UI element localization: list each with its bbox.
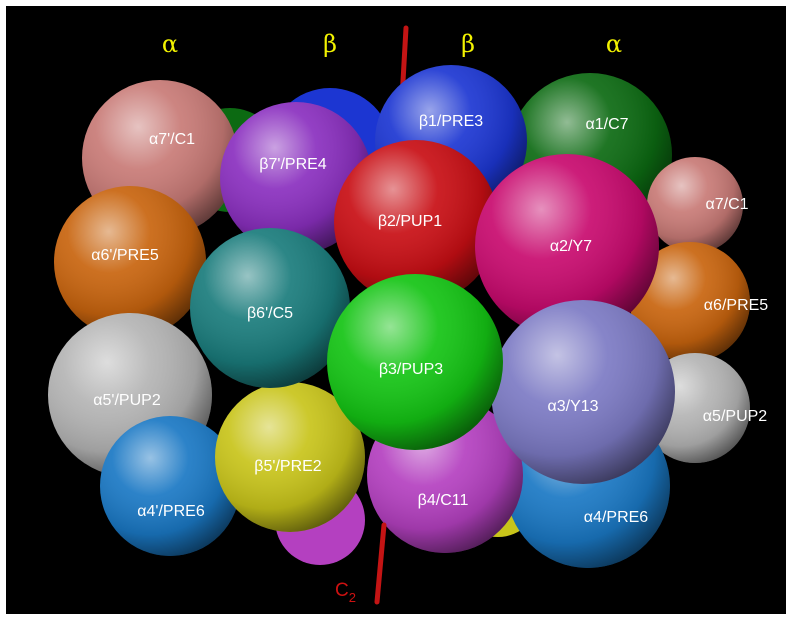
subunit-shading — [54, 186, 206, 338]
c2-axis-label: C2 — [335, 580, 356, 605]
subunit-3-pup3: β3/PUP3 — [327, 274, 503, 450]
subunit-label: β4/C11 — [418, 492, 469, 509]
subunit-label: α7/C1 — [705, 196, 748, 213]
subunit-label: α5'/PUP2 — [93, 392, 161, 409]
subunit-shading — [215, 382, 365, 532]
subunit-5-pre2: β5'/PRE2 — [215, 382, 365, 532]
subunit-shading — [190, 228, 350, 388]
header-beta-left: β — [323, 30, 337, 58]
subunit-2-y7: α2/Y7 — [475, 154, 659, 338]
subunit-label: β6'/C5 — [247, 305, 293, 322]
subunit-label: β2/PUP1 — [378, 213, 442, 230]
subunit-label: α5/PUP2 — [703, 408, 767, 425]
subunit-label: α4'/PRE6 — [137, 503, 205, 520]
subunit-3-y13: α3/Y13 — [491, 300, 675, 484]
subunit-6-pre5: α6'/PRE5 — [54, 186, 206, 338]
subunit-label: α2/Y7 — [550, 238, 592, 255]
subunit-label: α7'/C1 — [149, 131, 195, 148]
subunit-shading — [491, 300, 675, 484]
subunit-label: α1/C7 — [585, 116, 628, 133]
subunit-shading — [327, 274, 503, 450]
c2-axis-front — [374, 522, 387, 605]
header-alpha-right: α — [606, 30, 622, 58]
subunit-shading — [647, 157, 743, 253]
subunit-6-c5: β6'/C5 — [190, 228, 350, 388]
subunit-shading — [100, 416, 240, 556]
subunit-6-pre5: α6/PRE5 — [630, 242, 768, 362]
header-beta-right: β — [461, 30, 475, 58]
subunit-7-c1: α7/C1 — [647, 157, 749, 253]
subunit-label: β7'/PRE4 — [259, 156, 327, 173]
header-alpha-left: α — [162, 30, 178, 58]
subunit-label: α6/PRE5 — [704, 297, 768, 314]
subunit-spheres: α7'/C1 α1/C7 β1/PRE3 β7'/PRE4 α7/C1 α6'/PRE5 α… — [48, 65, 768, 568]
subunit-label: β3/PUP3 — [379, 361, 443, 378]
subunit-label: α6'/PRE5 — [91, 247, 159, 264]
subunit-shading — [220, 102, 372, 254]
subunit-label: β5'/PRE2 — [254, 458, 322, 475]
subunit-shading — [630, 242, 750, 362]
subunit-label: β1/PRE3 — [419, 113, 483, 130]
subunit-shading — [475, 154, 659, 338]
subunit-label: α4/PRE6 — [584, 509, 648, 526]
subunit-4-pre6: α4'/PRE6 — [100, 416, 240, 556]
subunit-7-pre4: β7'/PRE4 — [220, 102, 372, 254]
subunit-shading — [334, 140, 498, 304]
subunit-label: α3/Y13 — [547, 398, 598, 415]
subunit-2-pup1: β2/PUP1 — [334, 140, 498, 304]
